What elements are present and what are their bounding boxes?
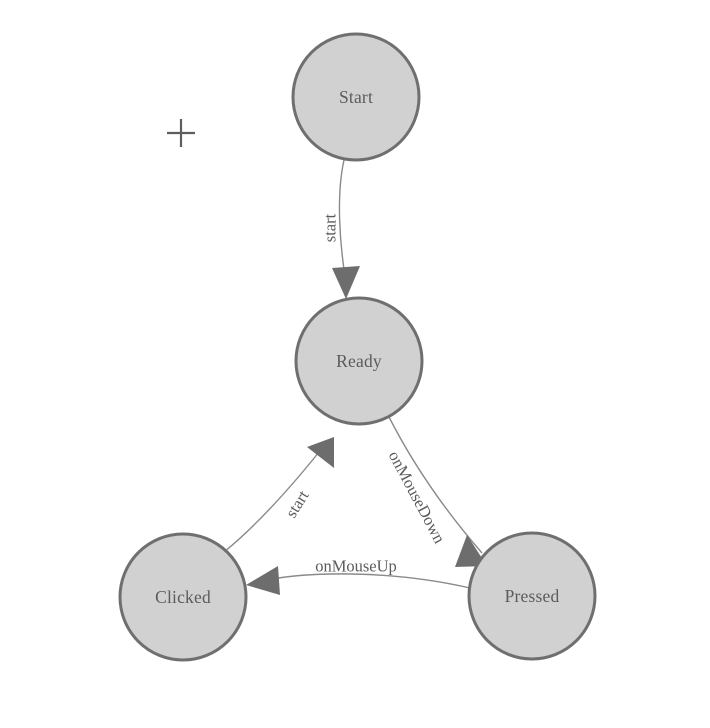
edge-clicked-to-ready[interactable]	[223, 437, 334, 553]
edge-path-start-to-ready[interactable]	[338, 159, 346, 277]
edge-ready-to-pressed[interactable]	[388, 416, 487, 567]
node-label-ready: Ready	[336, 351, 382, 371]
node-circle-clicked[interactable]	[118, 532, 248, 662]
edges-layer	[223, 159, 487, 595]
node-start[interactable]: Start	[291, 32, 421, 162]
node-circle-ready[interactable]	[294, 296, 424, 426]
edge-label-ready-to-pressed: onMouseDown	[385, 448, 450, 547]
edge-label-start-to-ready: start	[321, 213, 340, 242]
edge-path-pressed-to-clicked[interactable]	[265, 573, 471, 589]
edge-pressed-to-clicked[interactable]	[246, 566, 471, 595]
node-label-pressed: Pressed	[505, 586, 560, 606]
node-label-start: Start	[339, 87, 373, 107]
node-clicked[interactable]: Clicked	[118, 532, 248, 662]
edge-start-to-ready[interactable]	[332, 159, 360, 299]
node-circle-pressed[interactable]	[467, 531, 597, 661]
arrowhead-pressed-to-clicked	[246, 566, 280, 595]
arrowhead-start-to-ready	[332, 266, 360, 299]
node-pressed[interactable]: Pressed	[467, 531, 597, 661]
crosshair-icon[interactable]	[167, 119, 195, 147]
node-ready[interactable]: Ready	[294, 296, 424, 426]
nodes-layer: Start Ready Clicked Pressed	[118, 32, 597, 662]
edge-label-pressed-to-clicked: onMouseUp	[315, 557, 397, 576]
arrowhead-ready-to-pressed	[455, 535, 487, 567]
node-label-clicked: Clicked	[155, 587, 211, 607]
arrowhead-clicked-to-ready	[307, 437, 334, 468]
edge-path-ready-to-pressed[interactable]	[388, 416, 483, 554]
node-circle-start[interactable]	[291, 32, 421, 162]
